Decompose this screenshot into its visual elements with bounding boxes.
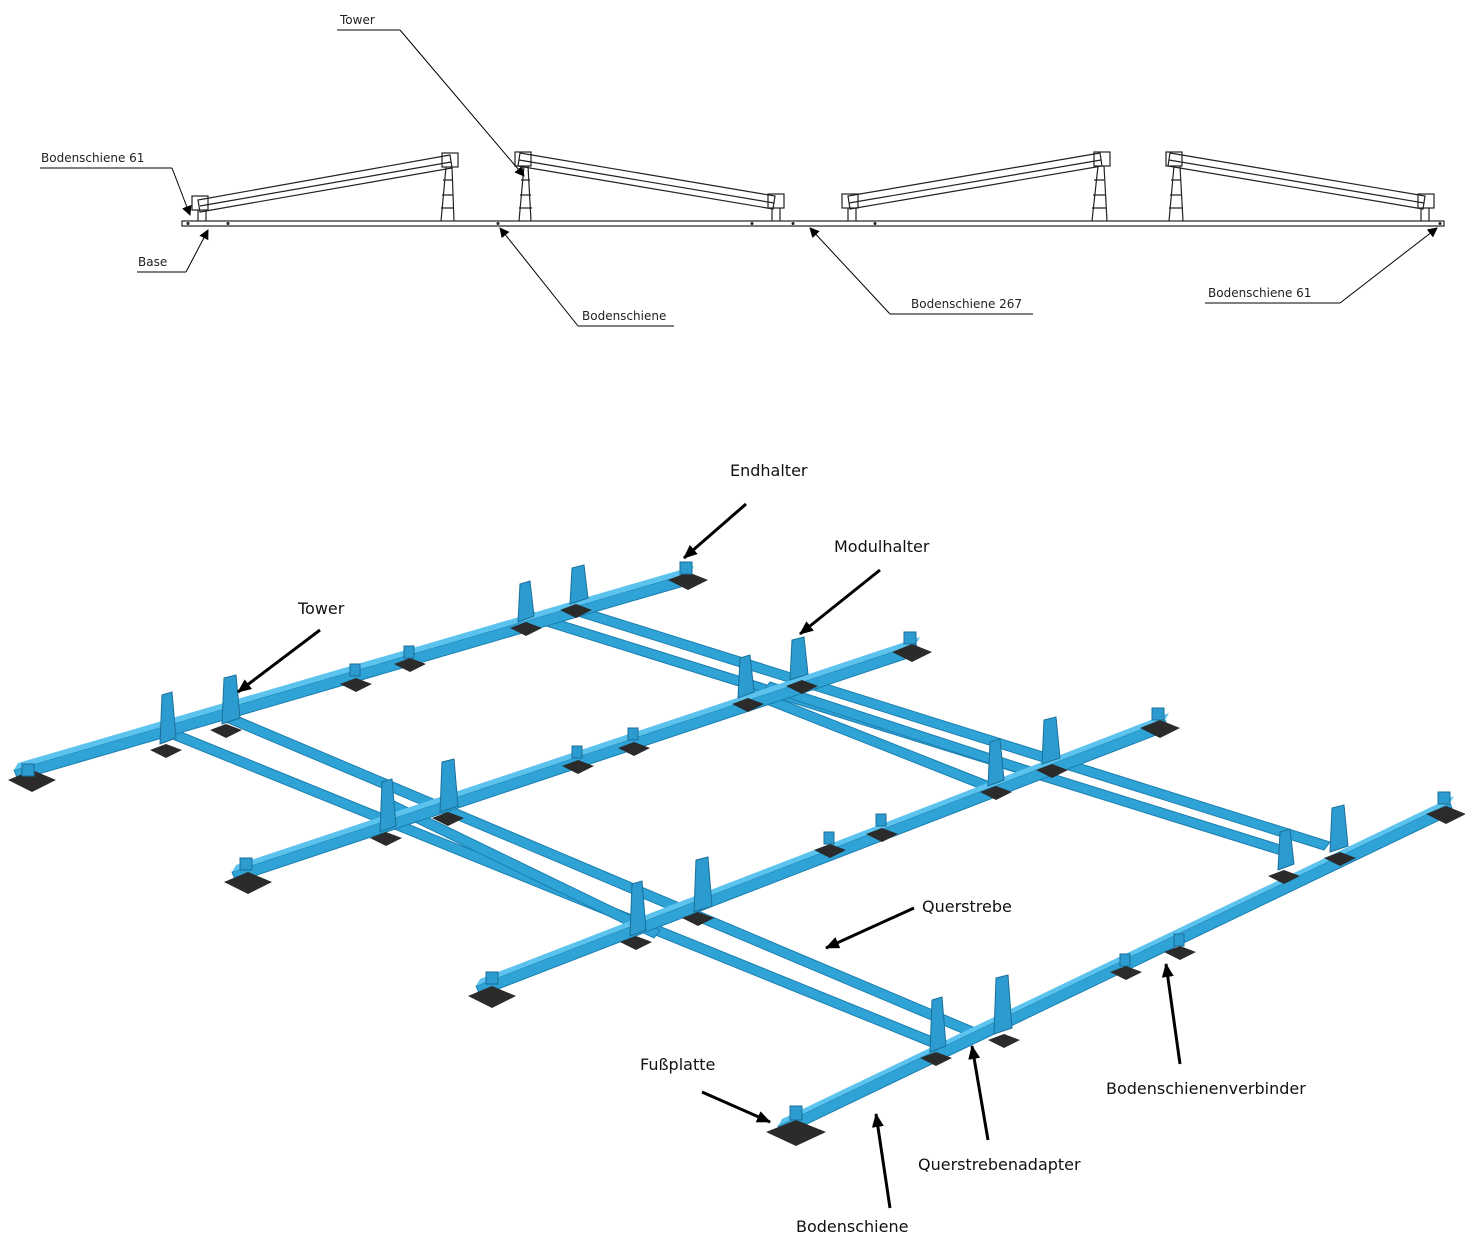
side-view: Tower Bodenschiene 61 Base Bodenschiene …: [40, 13, 1445, 327]
side-label-base: Base: [138, 255, 167, 269]
tower: [379, 778, 397, 833]
iso-module-holders: [21, 561, 1451, 1121]
tower: [221, 674, 241, 725]
foot-plate: [432, 812, 464, 826]
module-holder: [789, 1105, 803, 1121]
tower: [1329, 804, 1349, 853]
foot-plate: [620, 936, 652, 950]
iso-arrows: [237, 502, 1182, 1209]
tower: [569, 564, 589, 605]
module-holder: [679, 561, 693, 575]
foot-plate: [210, 724, 242, 738]
side-label-bodenschiene-61-right: Bodenschiene 61: [1208, 286, 1311, 300]
tower: [693, 856, 713, 913]
iso-towers: [159, 564, 1349, 1053]
iso-label-tower: Tower: [297, 599, 345, 618]
foot-plate: [8, 770, 56, 792]
foot-plate: [562, 760, 594, 774]
foot-plate: [1268, 870, 1300, 884]
side-ground-rail: [181, 220, 1445, 227]
iso-label-bodenschiene: Bodenschiene: [796, 1217, 908, 1236]
foot-plate: [866, 828, 898, 842]
foot-plate: [1324, 852, 1356, 866]
foot-plate: [618, 742, 650, 756]
foot-plate: [814, 844, 846, 858]
module-holder: [349, 663, 361, 677]
tower: [737, 654, 755, 699]
foot-plate: [732, 698, 764, 712]
iso-foot-plates: [8, 572, 1465, 1146]
foot-plate: [920, 1052, 952, 1066]
iso-ground-rails: [13, 566, 1455, 1137]
module-holder: [1173, 933, 1185, 947]
foot-plate: [150, 744, 182, 758]
tower: [789, 636, 809, 681]
iso-label-fussplatte: Fußplatte: [640, 1055, 715, 1074]
foot-plate: [1426, 806, 1465, 824]
foot-plate: [560, 604, 592, 618]
iso-cross-struts: [169, 603, 1331, 1049]
tower: [987, 738, 1005, 787]
side-leader-lines: [40, 29, 1438, 327]
foot-plate: [668, 572, 708, 590]
module-holder: [1437, 791, 1451, 805]
iso-label-querstrebenadapter: Querstrebenadapter: [918, 1155, 1081, 1174]
module-holder: [21, 763, 35, 777]
module-holder: [823, 831, 835, 845]
foot-plate: [892, 644, 932, 662]
tower: [629, 880, 647, 937]
foot-plate: [988, 1034, 1020, 1048]
side-label-bodenschiene: Bodenschiene: [582, 309, 666, 323]
foot-plate: [394, 658, 426, 672]
module-holder: [903, 631, 917, 645]
side-label-bodenschiene-267: Bodenschiene 267: [911, 297, 1022, 311]
side-label-tower: Tower: [339, 13, 375, 27]
foot-plate: [980, 786, 1012, 800]
iso-label-endhalter: Endhalter: [730, 461, 808, 480]
module-holder: [1151, 707, 1165, 721]
module-holder: [875, 813, 887, 827]
foot-plate: [468, 986, 516, 1008]
foot-plate: [1110, 966, 1142, 980]
foot-plate: [1140, 720, 1180, 738]
tower: [517, 580, 535, 623]
tower: [929, 996, 947, 1053]
module-holder: [1119, 953, 1131, 967]
tower: [1277, 828, 1295, 871]
module-holder: [239, 857, 253, 871]
module-holder: [571, 745, 583, 759]
tower: [1041, 716, 1061, 765]
foot-plate: [1164, 946, 1196, 960]
foot-plate: [682, 912, 714, 926]
foot-plate: [340, 678, 372, 692]
module-holder: [485, 971, 499, 985]
foot-plate: [1036, 764, 1068, 778]
iso-view: Endhalter Modulhalter Tower Querstrebe F…: [8, 461, 1465, 1236]
tower: [993, 974, 1013, 1035]
foot-plate: [224, 872, 272, 894]
side-module-2: [514, 151, 785, 222]
module-holder: [627, 727, 639, 741]
side-label-bodenschiene-61-left: Bodenschiene 61: [41, 151, 144, 165]
tower: [159, 691, 177, 745]
foot-plate: [370, 832, 402, 846]
side-module-4: [1165, 151, 1435, 222]
side-module-1: [191, 152, 459, 222]
foot-plate: [786, 680, 818, 694]
iso-label-bodenschienenverbinder: Bodenschienenverbinder: [1106, 1079, 1306, 1098]
module-holder: [403, 645, 415, 659]
foot-plate: [766, 1120, 826, 1146]
iso-label-modulhalter: Modulhalter: [834, 537, 930, 556]
foot-plate: [510, 622, 542, 636]
iso-label-querstrebe: Querstrebe: [922, 897, 1012, 916]
side-module-3: [841, 151, 1111, 222]
tower: [439, 758, 459, 813]
